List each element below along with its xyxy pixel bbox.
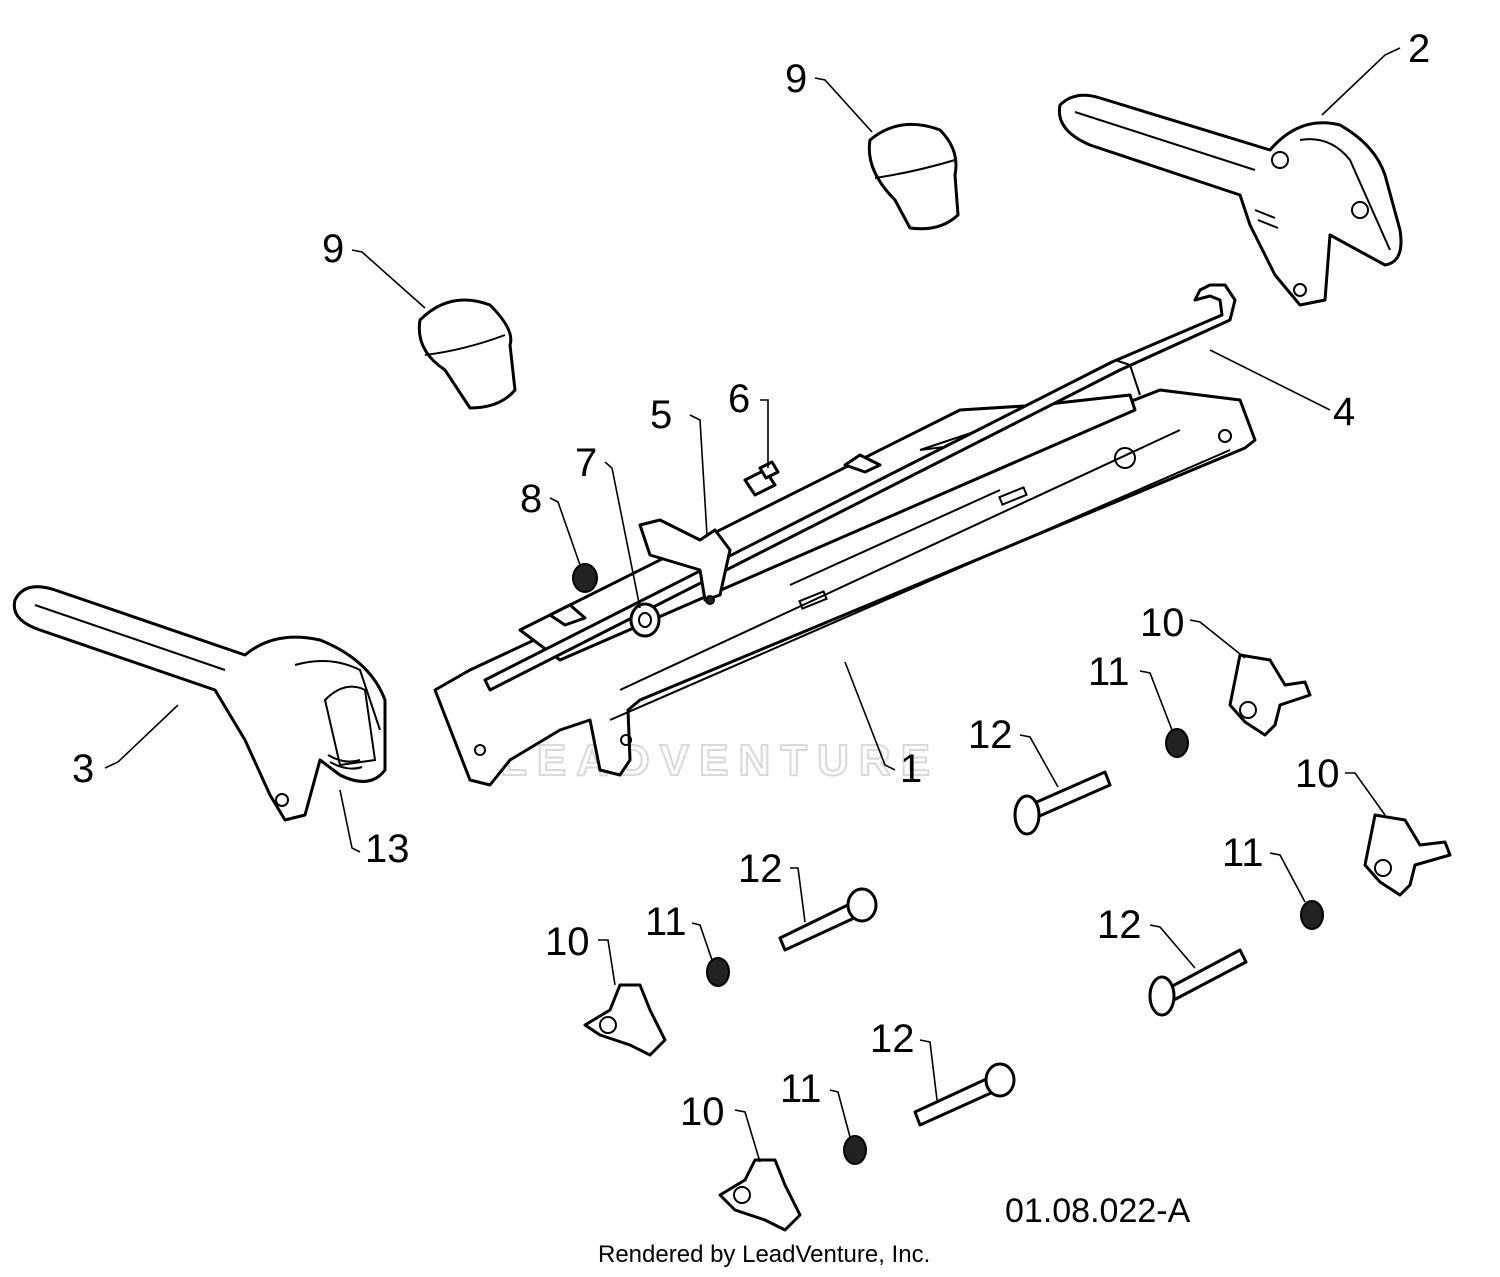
callout-2: 2 xyxy=(1408,27,1430,71)
part-10-knob xyxy=(1363,813,1452,897)
callout-12: 12 xyxy=(968,713,1013,757)
callout-6: 6 xyxy=(728,377,750,421)
part-12-bolt xyxy=(1148,948,1248,1017)
part-11-nut xyxy=(706,957,730,987)
part-12-bolt xyxy=(1013,770,1112,836)
callout-10: 10 xyxy=(1295,752,1340,796)
callout-11: 11 xyxy=(1088,650,1130,694)
callout-12: 12 xyxy=(738,847,783,891)
part-13-spring xyxy=(327,754,363,770)
callout-4: 4 xyxy=(1333,390,1355,434)
callout-7: 7 xyxy=(575,441,597,485)
callout-9: 9 xyxy=(785,57,807,101)
callout-13: 13 xyxy=(365,827,410,871)
callout-8: 8 xyxy=(520,477,542,521)
part-12-bolt xyxy=(778,887,878,952)
callout-9: 9 xyxy=(322,227,344,271)
diagram-reference-code: 01.08.022-A xyxy=(1005,1192,1191,1230)
part-10-knob xyxy=(1228,653,1312,737)
render-credit: Rendered by LeadVenture, Inc. xyxy=(598,1241,930,1268)
part-9-knob-top xyxy=(867,122,960,231)
part-8-nut xyxy=(572,563,598,593)
callout-11: 11 xyxy=(1222,831,1264,875)
part-11-nut xyxy=(843,1135,867,1165)
part-11-nut xyxy=(1300,900,1324,930)
callout-12: 12 xyxy=(1097,903,1142,947)
part-12-bolt xyxy=(913,1062,1016,1127)
part-9-knob-left xyxy=(417,298,517,410)
part-6-screw xyxy=(743,460,780,497)
callout-1: 1 xyxy=(900,747,922,791)
part-1-bracket xyxy=(433,388,1257,787)
callout-11: 11 xyxy=(645,900,687,944)
part-5-latch xyxy=(638,518,732,605)
callout-12: 12 xyxy=(870,1017,915,1061)
part-10-knob xyxy=(718,1158,802,1232)
callout-11: 11 xyxy=(780,1067,822,1111)
callout-3: 3 xyxy=(72,747,94,791)
callout-10: 10 xyxy=(1140,601,1185,645)
callout-labels: 1 2 3 4 5 6 7 8 9 9 10 10 10 10 11 11 11… xyxy=(72,27,1430,1134)
part-4-rod xyxy=(483,283,1237,692)
callout-10: 10 xyxy=(545,920,590,964)
part-3-lever-handle xyxy=(12,585,387,822)
callout-leaders xyxy=(104,47,1401,1163)
part-11-nut xyxy=(1165,728,1189,758)
part-10-knob xyxy=(583,983,667,1057)
part-2-lever-handle xyxy=(1057,93,1403,307)
callout-5: 5 xyxy=(650,393,672,437)
callout-10: 10 xyxy=(680,1090,725,1134)
watermark-text: LEADVENTURE xyxy=(500,736,940,785)
part-7-spacer xyxy=(629,602,661,638)
